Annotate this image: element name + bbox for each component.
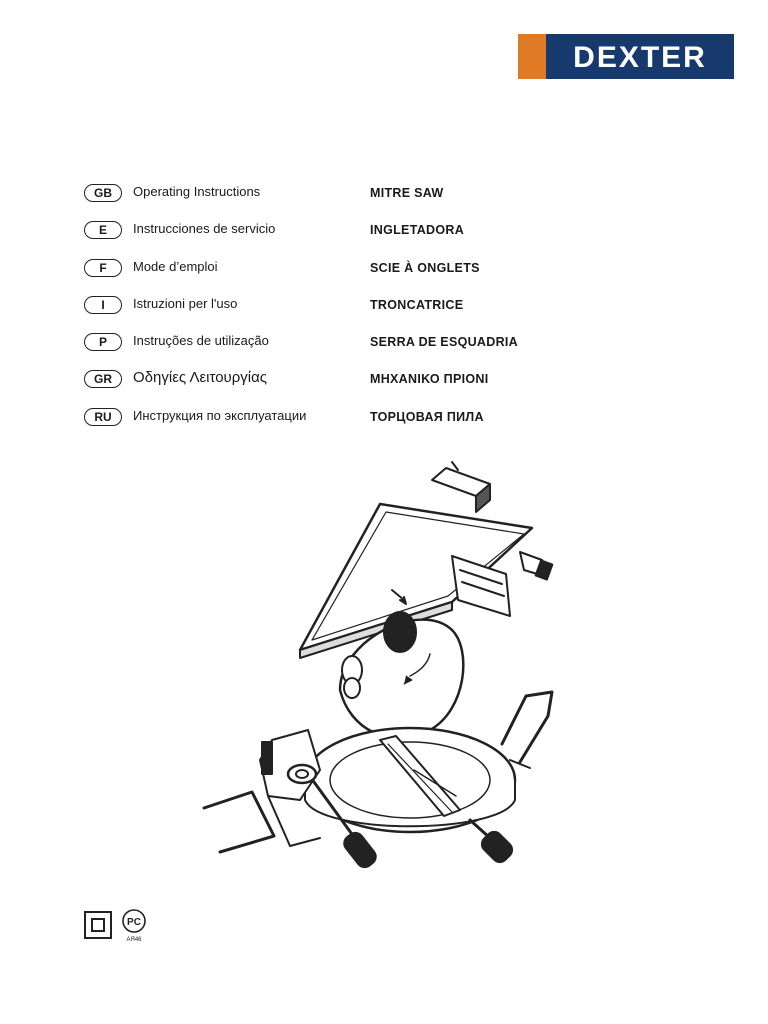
language-row-ru: RU Инструкция по эксплуатации ТОРЦОВАЯ П…	[84, 406, 684, 443]
language-code-badge: I	[84, 295, 122, 314]
product-title: ΜΗΧΑΝΙΚΟ ΠΡΙΟΝΙ	[370, 372, 489, 387]
language-row-gr: GR Οδηγίες Λειτουργίας ΜΗΧΑΝΙΚΟ ΠΡΙΟΝΙ	[84, 368, 684, 405]
left-extension	[202, 729, 321, 854]
instructions-label: Οδηγίες Λειτουργίας	[133, 369, 268, 387]
language-row-e: E Instrucciones de servicio INGLETADORA	[84, 219, 684, 256]
instructions-label: Instrucciones de servicio	[133, 221, 276, 237]
pct-code-lettering: АЯ46	[126, 937, 142, 943]
language-code-badge: RU	[84, 407, 122, 426]
language-list: GB Operating Instructions MITRE SAW E In…	[84, 182, 684, 443]
mitre-saw-illustration	[202, 461, 554, 869]
language-row-f: F Mode d’emploi SCIE À ONGLETS	[84, 257, 684, 294]
product-title: INGLETADORA	[370, 223, 465, 238]
dexter-logo: DEXTER	[518, 34, 734, 79]
product-title: SERRA DE ESQUADRIA	[370, 335, 519, 350]
language-code-badge: P	[84, 333, 122, 352]
language-row-gb: GB Operating Instructions MITRE SAW	[84, 182, 684, 219]
instructions-label: Инструкция по эксплуатации	[133, 407, 307, 423]
turntable-base	[303, 726, 517, 834]
instructions-label: Instruções de utilização	[133, 333, 269, 349]
instructions-label: Istruzioni per l'uso	[133, 295, 238, 311]
blade-guard	[338, 589, 465, 740]
certification-marks: PC АЯ46	[84, 908, 164, 944]
operating-handle	[341, 655, 363, 699]
product-title: SCIE À ONGLETS	[370, 260, 480, 275]
product-title: ТОРЦОВАЯ ПИЛА	[370, 409, 484, 424]
instructions-label: Mode d’emploi	[133, 258, 218, 274]
logo-wordmark: DEXTER	[573, 41, 707, 74]
right-clamp	[519, 551, 554, 581]
clamp-lever	[286, 763, 377, 869]
language-code-badge: GR	[84, 370, 122, 389]
double-insulation-icon	[84, 911, 112, 939]
rear-fence	[431, 461, 491, 513]
instructions-label: Operating Instructions	[133, 184, 261, 199]
language-code-badge: F	[84, 258, 122, 277]
right-extension	[500, 690, 554, 769]
motor-housing	[451, 555, 511, 617]
product-title: MITRE SAW	[370, 186, 444, 200]
logo-accent-bar	[518, 34, 546, 79]
language-code-badge: GB	[84, 184, 122, 202]
logo-lettering: DEXTER	[573, 41, 707, 74]
language-row-i: I Istruzioni per l'uso TRONCATRICE	[84, 294, 684, 331]
pct-mark-lettering: PC	[127, 917, 141, 928]
logo-wordmark-area: DEXTER	[546, 34, 734, 79]
upper-table	[298, 502, 534, 659]
language-row-p: P Instruções de utilização SERRA DE ESQU…	[84, 331, 684, 368]
product-title: TRONCATRICE	[370, 297, 464, 312]
language-code-badge: E	[84, 221, 122, 240]
miter-lock-handle	[468, 818, 514, 864]
pct-certification-icon: PC АЯ46	[122, 909, 146, 943]
